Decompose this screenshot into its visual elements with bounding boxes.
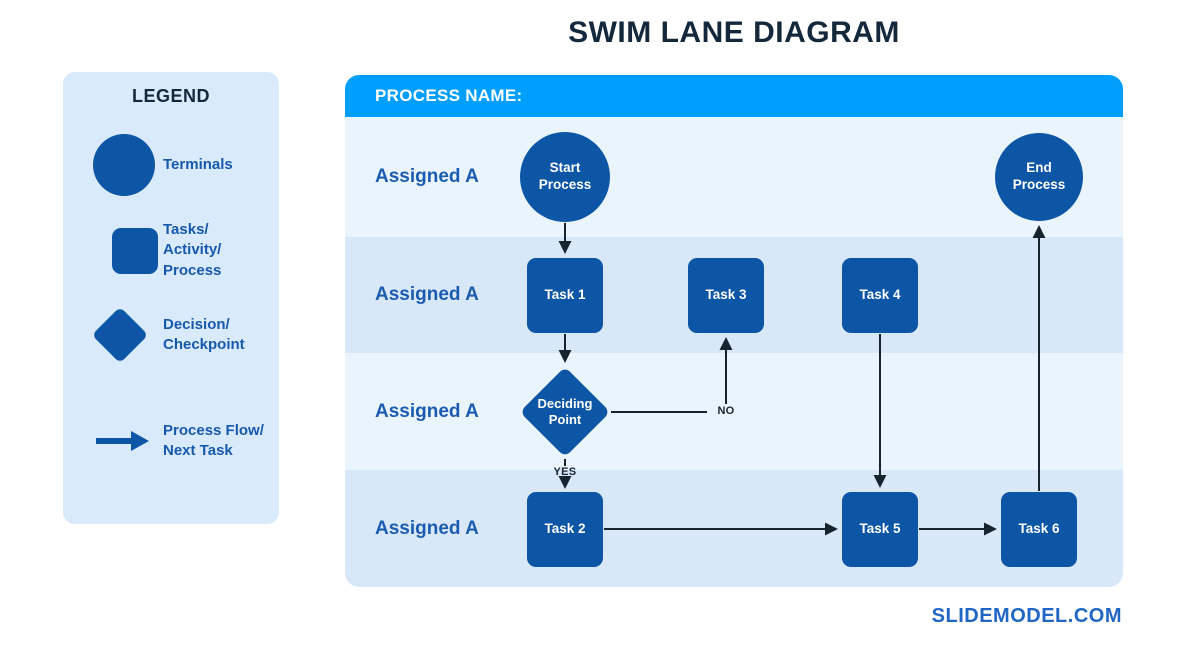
legend-item-decision: Decision/ Checkpoint: [163, 315, 245, 356]
node-task-4: Task 4: [842, 258, 918, 333]
node-end-process: End Process: [995, 133, 1083, 221]
node-label-line: Deciding: [537, 396, 593, 411]
legend-label-line: Process Flow/: [163, 422, 264, 439]
node-task-5: Task 5: [842, 492, 918, 567]
node-task-1: Task 1: [527, 258, 603, 333]
node-label-line: Task 1: [544, 287, 586, 303]
edge-label-yes: YES: [553, 466, 577, 478]
node-label-line: Task 6: [1018, 521, 1060, 537]
legend-panel: LEGEND Terminals Tasks/ Activity/ Proces…: [63, 72, 279, 524]
node-label-line: Task 5: [859, 521, 901, 537]
flowchart-layer: Start Process End Process Task 1 Task 3 …: [345, 75, 1123, 587]
legend-label-line: Next Task: [163, 442, 233, 460]
lane-label: Assigned A: [375, 400, 479, 422]
connector-arrows: [558, 223, 1046, 536]
swimlane-panel: PROCESS NAME: Assigned A Assigned A Assi…: [345, 75, 1123, 587]
decision-shape-icon: [91, 306, 149, 364]
node-label-line: Start: [549, 160, 581, 176]
lane-label: Assigned A: [375, 166, 479, 187]
legend-label-line: Terminals: [163, 156, 233, 173]
node-label-line: Process: [538, 177, 592, 192]
legend-label-line: Process: [163, 261, 222, 279]
node-task-3: Task 3: [688, 258, 764, 333]
node-label-line: Process: [1012, 177, 1066, 192]
legend-item-tasks: Tasks/ Activity/ Process: [163, 220, 221, 281]
swim-lane-1: Assigned A: [345, 117, 1123, 237]
process-name-label: PROCESS NAME:: [375, 86, 523, 105]
swim-lane-3: Assigned A: [345, 353, 1123, 470]
lane-label: Assigned A: [375, 284, 479, 305]
edge-label-no: NO: [717, 405, 735, 417]
node-start-process: Start Process: [520, 132, 610, 222]
legend-item-terminals: Terminals: [163, 155, 233, 175]
node-label-line: Point: [548, 412, 582, 428]
node-label-line: Task 3: [705, 287, 747, 303]
legend-title: LEGEND: [131, 86, 210, 106]
task-shape-icon: [112, 228, 158, 274]
node-label-line: End: [1026, 160, 1052, 176]
node-deciding-point: Deciding Point: [515, 396, 615, 429]
lane-label: Assigned A: [375, 517, 479, 539]
terminal-shape-icon: [93, 134, 155, 196]
watermark: SLIDEMODEL.COM: [931, 605, 1122, 627]
process-name-header: PROCESS NAME:: [345, 75, 1123, 117]
legend-item-flow: Process Flow/ Next Task: [163, 421, 264, 462]
node-task-6: Task 6: [1001, 492, 1077, 567]
node-label-line: Task 2: [544, 521, 586, 537]
node-task-2: Task 2: [527, 492, 603, 567]
legend-label-line: Decision/: [163, 316, 230, 333]
legend-label-line: Tasks/: [163, 221, 209, 238]
legend-label-line: Checkpoint: [163, 336, 245, 354]
page-title: SWIM LANE DIAGRAM: [568, 16, 900, 49]
node-label-line: Task 4: [859, 287, 901, 303]
flow-arrow-icon: [96, 431, 149, 451]
legend-label-line: Activity/: [163, 241, 222, 259]
